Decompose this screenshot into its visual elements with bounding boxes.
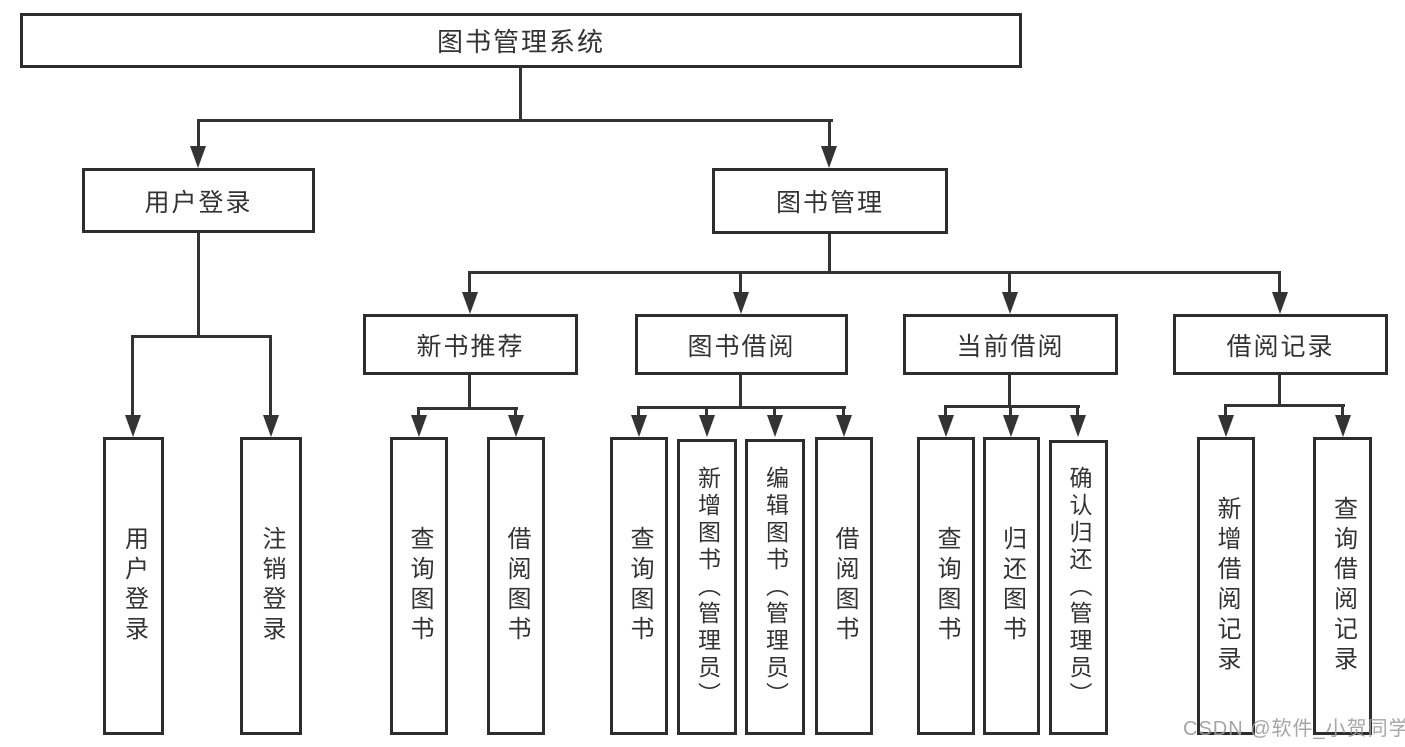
connector-groupB-stub-1 — [417, 407, 420, 417]
connector-groupB-hline — [417, 407, 518, 410]
leaf-confirm-return-admin: 确认归还（管理员） — [1049, 440, 1108, 735]
connector-l3-hline — [469, 271, 1281, 274]
connector-groupC-stub-4 — [842, 406, 845, 417]
leaf-borrow-book-1: 借阅图书 — [487, 437, 545, 735]
arrow-down-icon — [1070, 415, 1086, 437]
arrow-down-icon — [1335, 415, 1351, 437]
connector-borrowrecord-trunk — [1278, 375, 1281, 407]
arrow-down-icon — [1003, 415, 1019, 437]
leaf-logout: 注销登录 — [240, 437, 302, 735]
arrow-down-icon — [263, 415, 279, 437]
node-user-login-label: 用户登录 — [144, 188, 253, 217]
arrow-down-icon — [1272, 292, 1288, 314]
leaf-borrow-book-2-label: 借阅图书 — [831, 526, 858, 646]
connector-root-trunk — [519, 67, 522, 120]
leaf-edit-book-admin: 编辑图书（管理员） — [745, 439, 805, 735]
leaf-return-book-label: 归还图书 — [998, 526, 1026, 646]
node-current-borrow-label: 当前借阅 — [956, 332, 1065, 361]
arrow-down-icon — [125, 415, 141, 437]
connector-l3-stub-4 — [1278, 271, 1281, 294]
arrow-down-icon — [699, 415, 715, 437]
arrow-down-icon — [631, 415, 647, 437]
connector-groupA-stub-2 — [269, 335, 272, 417]
node-new-book-recommend: 新书推荐 — [363, 314, 578, 375]
connector-groupB-stub-2 — [514, 407, 517, 417]
node-root: 图书管理系统 — [20, 13, 1022, 68]
leaf-add-borrow-record: 新增借阅记录 — [1197, 437, 1255, 735]
connector-groupA-hline — [131, 335, 272, 338]
connector-groupE-hline — [1224, 404, 1345, 407]
leaf-add-book-admin: 新增图书（管理员） — [677, 439, 737, 735]
connector-bookborrow-trunk — [739, 375, 742, 409]
arrow-down-icon — [190, 146, 206, 168]
arrow-down-icon — [508, 415, 524, 437]
connector-groupC-stub-2 — [705, 406, 708, 417]
node-current-borrow: 当前借阅 — [903, 314, 1118, 375]
node-root-label: 图书管理系统 — [436, 27, 605, 57]
leaf-borrow-book-2: 借阅图书 — [815, 437, 873, 735]
watermark: CSDN @软件_小贺同学 — [1183, 718, 1405, 740]
arrow-down-icon — [462, 292, 478, 314]
leaf-query-book-3-label: 查询图书 — [933, 526, 960, 646]
connector-bookmgmt-trunk — [828, 234, 831, 274]
connector-groupD-stub-2 — [1009, 405, 1012, 417]
connector-groupC-hline — [637, 406, 846, 409]
node-book-borrow-label: 图书借阅 — [687, 332, 796, 361]
connector-groupE-stub-1 — [1224, 404, 1227, 417]
connector-groupE-stub-2 — [1341, 404, 1344, 417]
connector-groupC-stub-3 — [773, 406, 776, 417]
arrow-down-icon — [1218, 415, 1234, 437]
node-borrow-record-label: 借阅记录 — [1226, 332, 1335, 361]
leaf-user-login: 用户登录 — [103, 437, 164, 735]
connector-newbook-trunk — [468, 375, 471, 410]
leaf-query-book-1-label: 查询图书 — [406, 526, 433, 646]
leaf-query-borrow-record-label: 查询借阅记录 — [1329, 496, 1357, 676]
leaf-query-book-3: 查询图书 — [917, 437, 975, 735]
node-book-borrow: 图书借阅 — [635, 314, 848, 375]
arrow-down-icon — [411, 415, 427, 437]
leaf-add-book-admin-label: 新增图书（管理员） — [694, 465, 721, 709]
connector-l3-stub-1 — [468, 271, 471, 294]
arrow-down-icon — [821, 146, 837, 168]
connector-l2-hline — [197, 119, 833, 122]
leaf-query-book-2: 查询图书 — [610, 437, 668, 735]
node-borrow-record: 借阅记录 — [1173, 314, 1388, 375]
leaf-edit-book-admin-label: 编辑图书（管理员） — [762, 465, 789, 709]
leaf-add-borrow-record-label: 新增借阅记录 — [1213, 496, 1240, 676]
arrow-down-icon — [938, 415, 954, 437]
arrow-down-icon — [1002, 292, 1018, 314]
connector-groupD-hline — [944, 405, 1080, 408]
connector-groupC-stub-1 — [637, 406, 640, 417]
leaf-query-book-1: 查询图书 — [390, 437, 448, 735]
leaf-user-login-label: 用户登录 — [120, 526, 148, 646]
leaf-logout-label: 注销登录 — [258, 526, 285, 646]
connector-groupA-stub-1 — [131, 335, 134, 417]
arrow-down-icon — [767, 415, 783, 437]
leaf-query-borrow-record: 查询借阅记录 — [1313, 437, 1372, 735]
node-book-management-label: 图书管理 — [775, 189, 884, 217]
connector-groupD-stub-1 — [944, 405, 947, 417]
arrow-down-icon — [733, 292, 749, 314]
node-new-book-recommend-label: 新书推荐 — [416, 332, 525, 361]
connector-groupD-stub-3 — [1076, 405, 1079, 417]
leaf-return-book: 归还图书 — [983, 437, 1040, 735]
leaf-borrow-book-1-label: 借阅图书 — [503, 526, 530, 646]
leaf-query-book-2-label: 查询图书 — [626, 526, 653, 646]
arrow-down-icon — [836, 415, 852, 437]
connector-l2-stub-right — [828, 119, 831, 149]
connector-userlogin-trunk — [197, 232, 200, 338]
connector-l3-stub-2 — [739, 271, 742, 294]
connector-currentborrow-trunk — [1008, 375, 1011, 408]
leaf-confirm-return-admin-label: 确认归还（管理员） — [1066, 466, 1092, 709]
node-book-management: 图书管理 — [712, 168, 948, 234]
node-user-login: 用户登录 — [82, 168, 315, 233]
connector-l2-stub-left — [197, 119, 200, 149]
connector-l3-stub-3 — [1008, 271, 1011, 294]
